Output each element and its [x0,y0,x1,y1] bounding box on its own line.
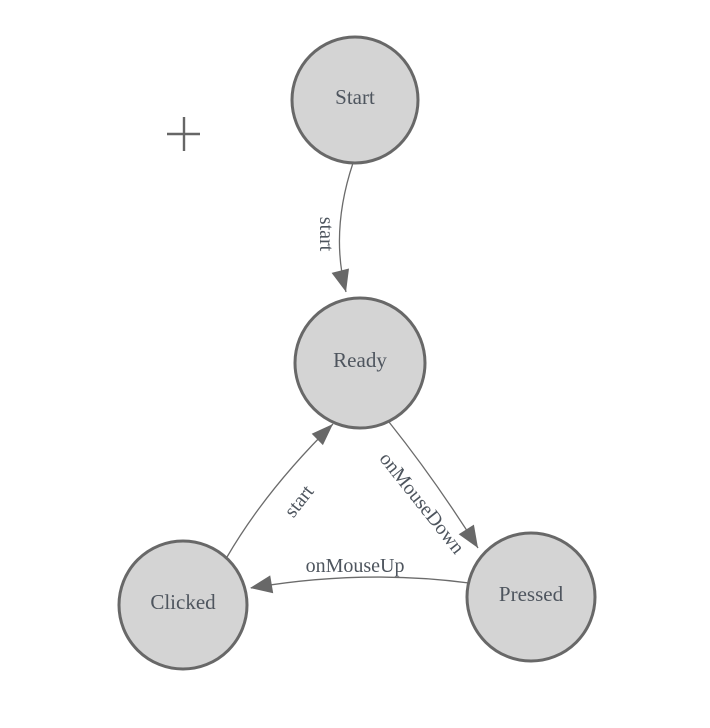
node-label: Pressed [499,582,564,606]
state-node-ready[interactable]: Ready [293,296,427,430]
transition-clicked-to-ready[interactable]: start [226,423,334,558]
node-label: Ready [333,348,387,372]
arrowhead-icon [331,268,349,292]
state-node-start[interactable]: Start [290,35,420,165]
edge-label: start [315,217,337,252]
node-circle[interactable] [117,539,249,671]
arrowhead-icon [458,524,478,548]
node-label: Start [335,85,375,109]
edge-label: start [280,481,319,522]
node-label: Clicked [150,590,216,614]
crosshair-icon [167,117,200,151]
node-circle[interactable] [465,531,597,663]
edge-line[interactable] [226,423,334,558]
transition-ready-to-pressed[interactable]: onMouseDown [375,421,479,558]
arrowhead-icon [311,424,333,446]
node-circle[interactable] [290,35,420,165]
edge-label: onMouseUp [306,555,405,577]
node-circle[interactable] [293,296,427,430]
state-node-clicked[interactable]: Clicked [117,539,249,671]
state-node-pressed[interactable]: Pressed [465,531,597,663]
transition-pressed-to-clicked[interactable]: onMouseUp [250,555,470,594]
edge-line[interactable] [250,576,470,589]
arrowhead-icon [250,575,274,594]
transition-start-to-ready[interactable]: start [315,162,354,293]
